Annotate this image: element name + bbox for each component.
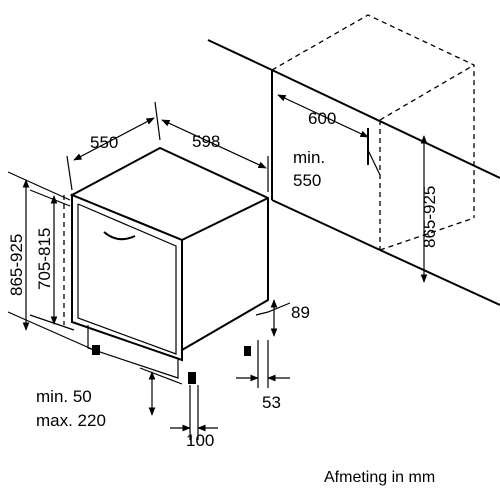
label-cabinet-depth-value: 550 (293, 171, 321, 190)
dim-left-heights (7, 171, 95, 351)
dim-appliance-depth (66, 101, 161, 191)
label-foot-offset: 100 (186, 431, 214, 450)
label-cabinet-width: 600 (308, 109, 336, 128)
label-plinth-depth: 53 (262, 393, 281, 412)
label-niche-height: 865-925 (420, 186, 439, 248)
dim-appliance-width (161, 119, 269, 192)
label-body-height: 705-815 (35, 228, 54, 290)
label-plinth-height: 89 (291, 303, 310, 322)
door-handle (103, 231, 136, 241)
dim-foot-offset (170, 385, 218, 440)
dim-plinth (236, 299, 291, 388)
dim-cabinet-width (277, 94, 369, 138)
label-appliance-width: 598 (192, 132, 220, 151)
dishwasher-body (63, 146, 269, 379)
label-foot-adjust-max: max. 220 (36, 411, 106, 430)
label-overall-height: 865-925 (7, 234, 26, 296)
label-appliance-depth: 550 (90, 133, 118, 152)
dim-cabinet-depth (367, 149, 381, 176)
dim-foot-adjust (139, 367, 183, 416)
feet (92, 345, 251, 384)
label-cabinet-depth-min: min. (293, 148, 325, 167)
caption: Afmeting in mm (324, 469, 435, 486)
foot-front-right (188, 372, 196, 384)
foot-front-left (92, 345, 100, 355)
label-foot-adjust-min: min. 50 (36, 387, 92, 406)
foot-rear-right (244, 346, 251, 356)
